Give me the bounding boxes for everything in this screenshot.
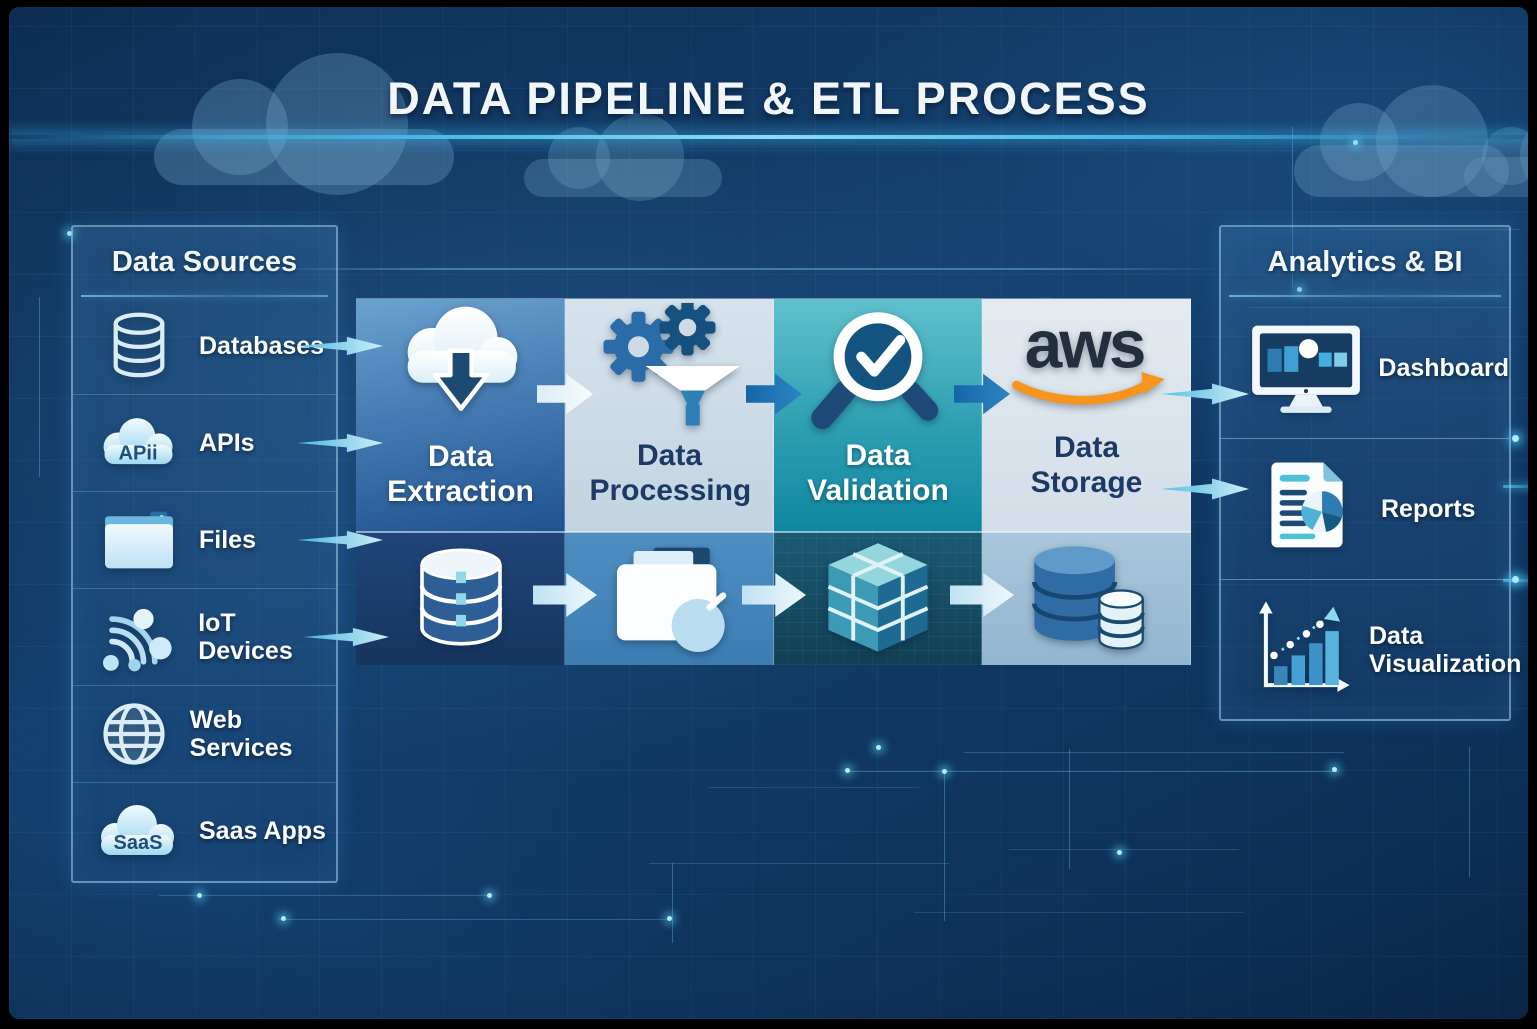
source-label: APIs: [199, 429, 255, 457]
circuit-line: [649, 863, 949, 864]
source-item-databases: Databases: [73, 297, 336, 394]
stage-data-extraction: Data Extraction: [356, 299, 565, 532]
circuit-line: [672, 863, 673, 943]
api-cloud-icon: APii: [91, 400, 187, 486]
iot-devices-icon: [91, 594, 186, 680]
data-sources-panel: Data Sources Databases: [71, 225, 338, 883]
source-item-files: Files: [73, 491, 336, 588]
analytics-item-dashboard: Dashboard: [1221, 297, 1509, 438]
circuit-dot: [197, 893, 202, 898]
bar-chart-icon: [1245, 595, 1357, 705]
saas-cloud-icon: SaaS: [91, 788, 187, 874]
circuit-line: [279, 919, 669, 920]
analytics-bi-header: Analytics & BI: [1221, 227, 1509, 297]
cloud-download-icon: [381, 302, 541, 430]
storage-databases-icon: [1022, 540, 1152, 658]
circuit-line: [914, 912, 1244, 913]
source-item-saas-apps: SaaS Saas Apps: [73, 782, 336, 879]
circuit-dot: [487, 893, 492, 898]
pipeline-row-divider: [356, 531, 1191, 533]
circuit-line: [1009, 849, 1239, 850]
stage-data-storage: aws Data Storage: [982, 299, 1191, 532]
page-title: DATA PIPELINE & ETL PROCESS: [387, 73, 1150, 124]
data-cube-icon: [819, 537, 937, 661]
circuit-line: [849, 771, 1339, 772]
circuit-line: [1069, 749, 1070, 869]
circuit-dot: [1117, 850, 1122, 855]
circuit-dot: [1353, 140, 1358, 145]
circuit-line: [964, 752, 1344, 753]
source-label: Saas Apps: [199, 817, 326, 845]
circuit-dot: [667, 916, 672, 921]
gears-funnel-icon: [595, 302, 745, 429]
background-glow-line: [239, 268, 1229, 270]
circuit-dot: [281, 916, 286, 921]
source-label: Files: [199, 526, 256, 554]
api-cloud-text: APii: [118, 442, 157, 464]
stage-label: Data Processing: [589, 438, 752, 507]
source-item-iot-devices: IoT Devices: [73, 588, 336, 685]
source-item-web-services: Web Services: [73, 685, 336, 782]
circuit-line: [39, 297, 40, 477]
stage-data-validation: Data Validation: [774, 299, 982, 532]
analytics-label: Reports: [1381, 495, 1476, 523]
substage-storage-databases: [982, 532, 1191, 665]
folder-icon: [91, 497, 187, 583]
stage-data-processing: Data Processing: [565, 299, 774, 532]
analytics-label: Data Visualization: [1369, 622, 1522, 678]
dashboard-monitor-icon: [1245, 313, 1366, 423]
circuit-dot: [1332, 767, 1337, 772]
database-cluster-icon: [409, 543, 513, 655]
stage-label: Data Storage: [1030, 430, 1143, 499]
circuit-dot: [876, 745, 881, 750]
data-sources-header: Data Sources: [73, 227, 336, 297]
aws-logo: aws: [999, 311, 1175, 421]
circuit-dot: [942, 769, 947, 774]
cloud-silhouette: [524, 113, 722, 201]
saas-cloud-text: SaaS: [114, 832, 163, 854]
circuit-line: [1469, 747, 1470, 877]
magnifier-check-icon: [808, 303, 948, 429]
title-glow-line: [9, 135, 1528, 139]
stage-label: Data Extraction: [387, 439, 534, 508]
report-document-icon: [1245, 454, 1369, 564]
processed-files-icon: [602, 541, 738, 657]
source-item-apis: APii APIs: [73, 394, 336, 491]
cloud-silhouette: [1464, 115, 1528, 197]
circuit-line: [944, 771, 945, 921]
database-icon: [91, 303, 187, 389]
circuit-dot: [845, 768, 850, 773]
analytics-item-reports: Reports: [1221, 435, 1519, 579]
globe-icon: [91, 691, 178, 777]
source-label: Web Services: [189, 706, 293, 762]
analytics-item-data-visualization: Data Visualization: [1221, 576, 1522, 720]
analytics-bi-panel: Analytics & BI Dashboard: [1219, 225, 1522, 721]
stage-label: Data Validation: [807, 438, 949, 507]
analytics-label: Dashboard: [1378, 353, 1509, 382]
aws-logo-text: aws: [1024, 311, 1143, 382]
circuit-line: [159, 895, 489, 896]
circuit-line: [709, 787, 919, 788]
etl-infographic: DATA PIPELINE & ETL PROCESS Data Sources…: [9, 7, 1528, 1019]
